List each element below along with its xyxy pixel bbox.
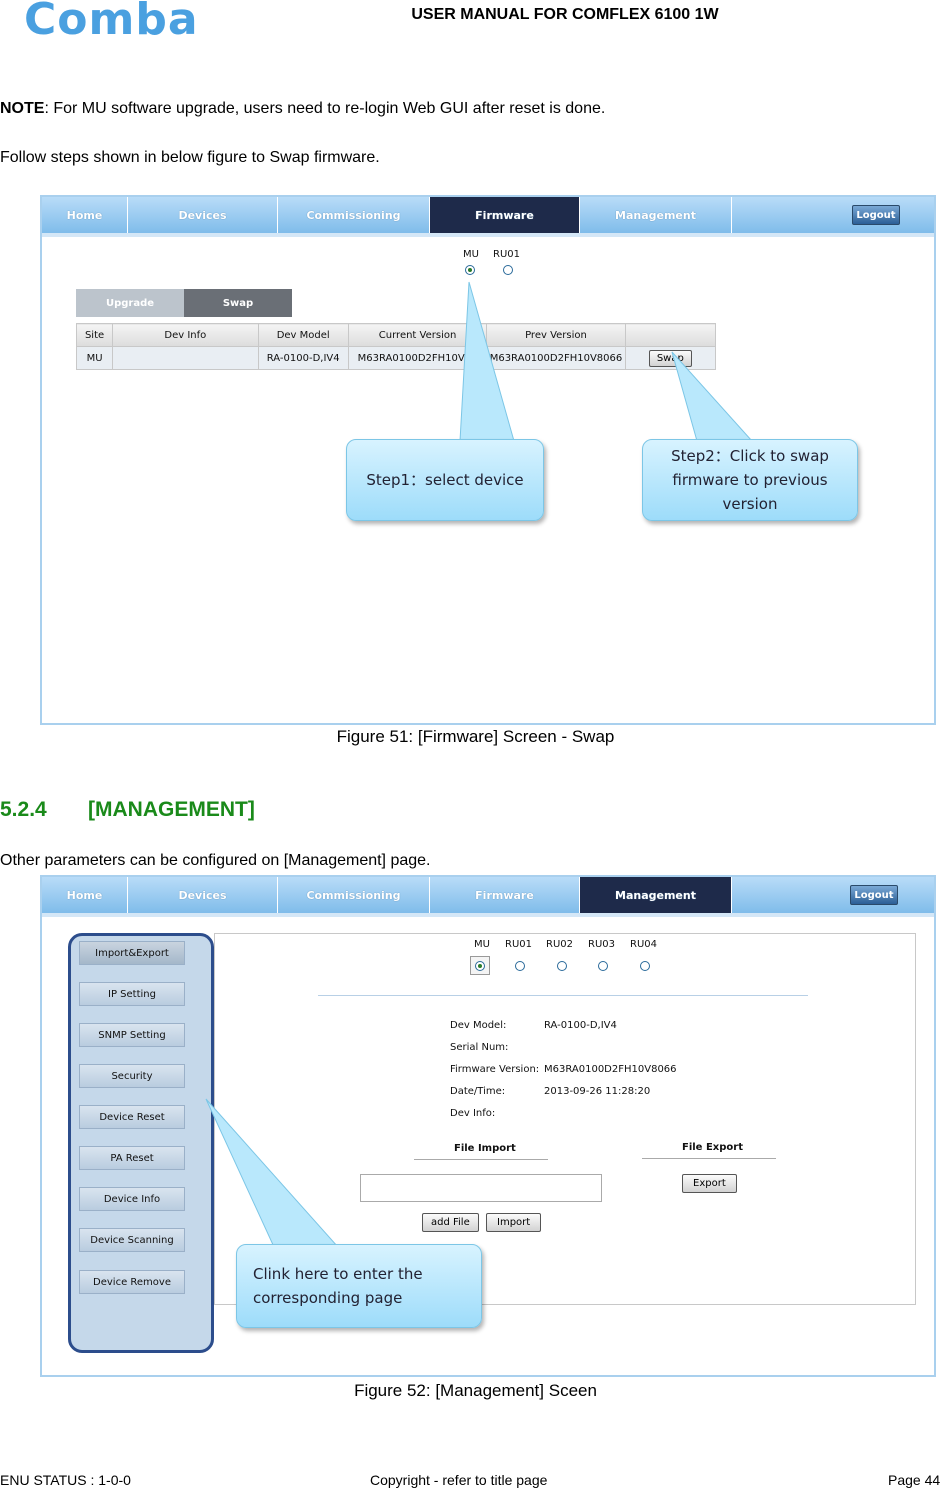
document-title: USER MANUAL FOR COMFLEX 6100 1W xyxy=(411,6,719,23)
nav-tab-management[interactable]: Management xyxy=(580,197,732,233)
sidebar-item-device-info[interactable]: Device Info xyxy=(79,1187,185,1211)
nav-strip xyxy=(42,913,934,917)
device-radio-ru01[interactable] xyxy=(515,961,525,971)
section-number: 5.2.4 xyxy=(0,798,47,821)
footer-copyright: Copyright - refer to title page xyxy=(370,1472,548,1488)
info-key-dev-info: Dev Info: xyxy=(450,1108,496,1119)
pointer-sidebar xyxy=(205,1098,340,1248)
info-value-dev-model: RA-0100-D,IV4 xyxy=(544,1020,617,1031)
nav-tab-devices[interactable]: Devices xyxy=(128,197,278,233)
divider xyxy=(318,995,808,996)
cell-dev-model: RA-0100-D,IV4 xyxy=(257,346,349,370)
nav-tab-firmware[interactable]: Firmware xyxy=(430,877,580,913)
sidebar-item-device-scanning[interactable]: Device Scanning xyxy=(79,1228,185,1252)
device-radio-ru04[interactable] xyxy=(640,961,650,971)
firmware-screenshot: Home Devices Commissioning Firmware Mana… xyxy=(40,195,936,725)
nav-tab-devices[interactable]: Devices xyxy=(128,877,278,913)
callout-sidebar: Clink here to enter the corresponding pa… xyxy=(236,1244,482,1328)
file-import-label: File Import xyxy=(454,1143,516,1154)
nav-tab-home[interactable]: Home xyxy=(42,197,128,233)
info-value-firmware-version: M63RA0100D2FH10V8066 xyxy=(544,1064,677,1075)
figure51-caption: Figure 51: [Firmware] Screen - Swap xyxy=(336,727,615,746)
add-file-button[interactable]: add File xyxy=(422,1213,479,1232)
pointer-step2 xyxy=(671,351,754,442)
footer-page-number: Page 44 xyxy=(888,1472,941,1488)
nav-tab-commissioning[interactable]: Commissioning xyxy=(278,877,430,913)
info-key-dev-model: Dev Model: xyxy=(450,1020,507,1031)
note-label: NOTE xyxy=(0,100,45,117)
sidebar-item-pa-reset[interactable]: PA Reset xyxy=(79,1146,185,1170)
nav-bar: Home Devices Commissioning Firmware Mana… xyxy=(42,877,934,913)
info-key-serial-num: Serial Num: xyxy=(450,1042,509,1053)
col-dev-model: Dev Model xyxy=(257,323,349,347)
figure52-caption: Figure 52: [Management] Sceen xyxy=(354,1381,597,1400)
device-label-ru03: RU03 xyxy=(588,939,615,950)
management-screenshot: Home Devices Commissioning Firmware Mana… xyxy=(40,875,936,1377)
col-prev-version: Prev Version xyxy=(486,323,626,347)
cell-prev-version: M63RA0100D2FH10V8066 xyxy=(486,346,626,370)
note-text: : For MU software upgrade, users need to… xyxy=(44,100,606,117)
callout-pointer xyxy=(205,1098,340,1248)
nav-tab-firmware[interactable]: Firmware xyxy=(430,197,580,233)
sidebar-item-snmp-setting[interactable]: SNMP Setting xyxy=(79,1023,185,1047)
file-import-underline xyxy=(414,1159,548,1160)
subtab-upgrade[interactable]: Upgrade xyxy=(76,289,184,317)
footer-status: ENU STATUS : 1-0-0 xyxy=(0,1472,131,1488)
device-radio-ru03[interactable] xyxy=(598,961,608,971)
info-key-firmware-version: Firmware Version: xyxy=(450,1064,540,1075)
section-title: [MANAGEMENT] xyxy=(88,798,255,821)
sidebar-item-security[interactable]: Security xyxy=(79,1064,185,1088)
export-button[interactable]: Export xyxy=(682,1174,737,1193)
callout-step2: Step2：Click to swap firmware to previous… xyxy=(642,439,858,521)
file-path-input[interactable] xyxy=(360,1174,602,1202)
firmware-table: Site Dev Info Dev Model Current Version … xyxy=(75,323,717,370)
file-export-label: File Export xyxy=(682,1142,743,1153)
device-label-mu: MU xyxy=(474,939,490,950)
logout-button[interactable]: Logout xyxy=(852,205,900,225)
section-paragraph: Other parameters can be configured on [M… xyxy=(0,852,431,869)
sidebar-item-device-remove[interactable]: Device Remove xyxy=(79,1270,185,1294)
pointer-step1 xyxy=(459,281,515,442)
file-export-underline xyxy=(642,1158,776,1159)
nav-tab-commissioning[interactable]: Commissioning xyxy=(278,197,430,233)
nav-strip xyxy=(42,233,934,237)
device-radio-ru01[interactable] xyxy=(503,265,513,275)
callout-step1: Step1：select device xyxy=(346,439,544,521)
device-radio-ru02[interactable] xyxy=(557,961,567,971)
table-header-row: Site Dev Info Dev Model Current Version … xyxy=(75,323,717,347)
nav-bar: Home Devices Commissioning Firmware Mana… xyxy=(42,197,934,233)
import-button[interactable]: Import xyxy=(486,1213,542,1232)
logout-button[interactable]: Logout xyxy=(850,885,898,905)
comba-logo: Comba xyxy=(24,0,199,45)
device-label-ru02: RU02 xyxy=(546,939,573,950)
device-radio-mu[interactable] xyxy=(475,961,485,971)
device-label-ru04: RU04 xyxy=(630,939,657,950)
device-radio-mu[interactable] xyxy=(465,265,475,275)
section-heading: 5.2.4 [MANAGEMENT] xyxy=(0,798,255,822)
nav-tab-home[interactable]: Home xyxy=(42,877,128,913)
col-site: Site xyxy=(75,323,114,347)
device-label-mu: MU xyxy=(463,249,479,260)
cell-site: MU xyxy=(75,346,114,370)
cell-action: Swap xyxy=(624,346,717,370)
intro-paragraph: Follow steps shown in below figure to Sw… xyxy=(0,149,380,166)
sidebar-item-import-export[interactable]: Import&Export xyxy=(79,941,185,965)
col-dev-info: Dev Info xyxy=(112,323,259,347)
nav-tab-management[interactable]: Management xyxy=(580,877,732,913)
device-label-ru01: RU01 xyxy=(505,939,532,950)
note-paragraph: NOTE: For MU software upgrade, users nee… xyxy=(0,100,605,118)
table-row: MU RA-0100-D,IV4 M63RA0100D2FH10V80 M63R… xyxy=(75,346,717,370)
cell-dev-info xyxy=(112,346,259,370)
info-key-date-time: Date/Time: xyxy=(450,1086,506,1097)
sidebar-item-device-reset[interactable]: Device Reset xyxy=(79,1105,185,1129)
device-label-ru01: RU01 xyxy=(493,249,520,260)
sidebar-item-ip-setting[interactable]: IP Setting xyxy=(79,982,185,1006)
subtab-swap[interactable]: Swap xyxy=(184,289,292,317)
info-value-date-time: 2013-09-26 11:28:20 xyxy=(544,1086,651,1097)
